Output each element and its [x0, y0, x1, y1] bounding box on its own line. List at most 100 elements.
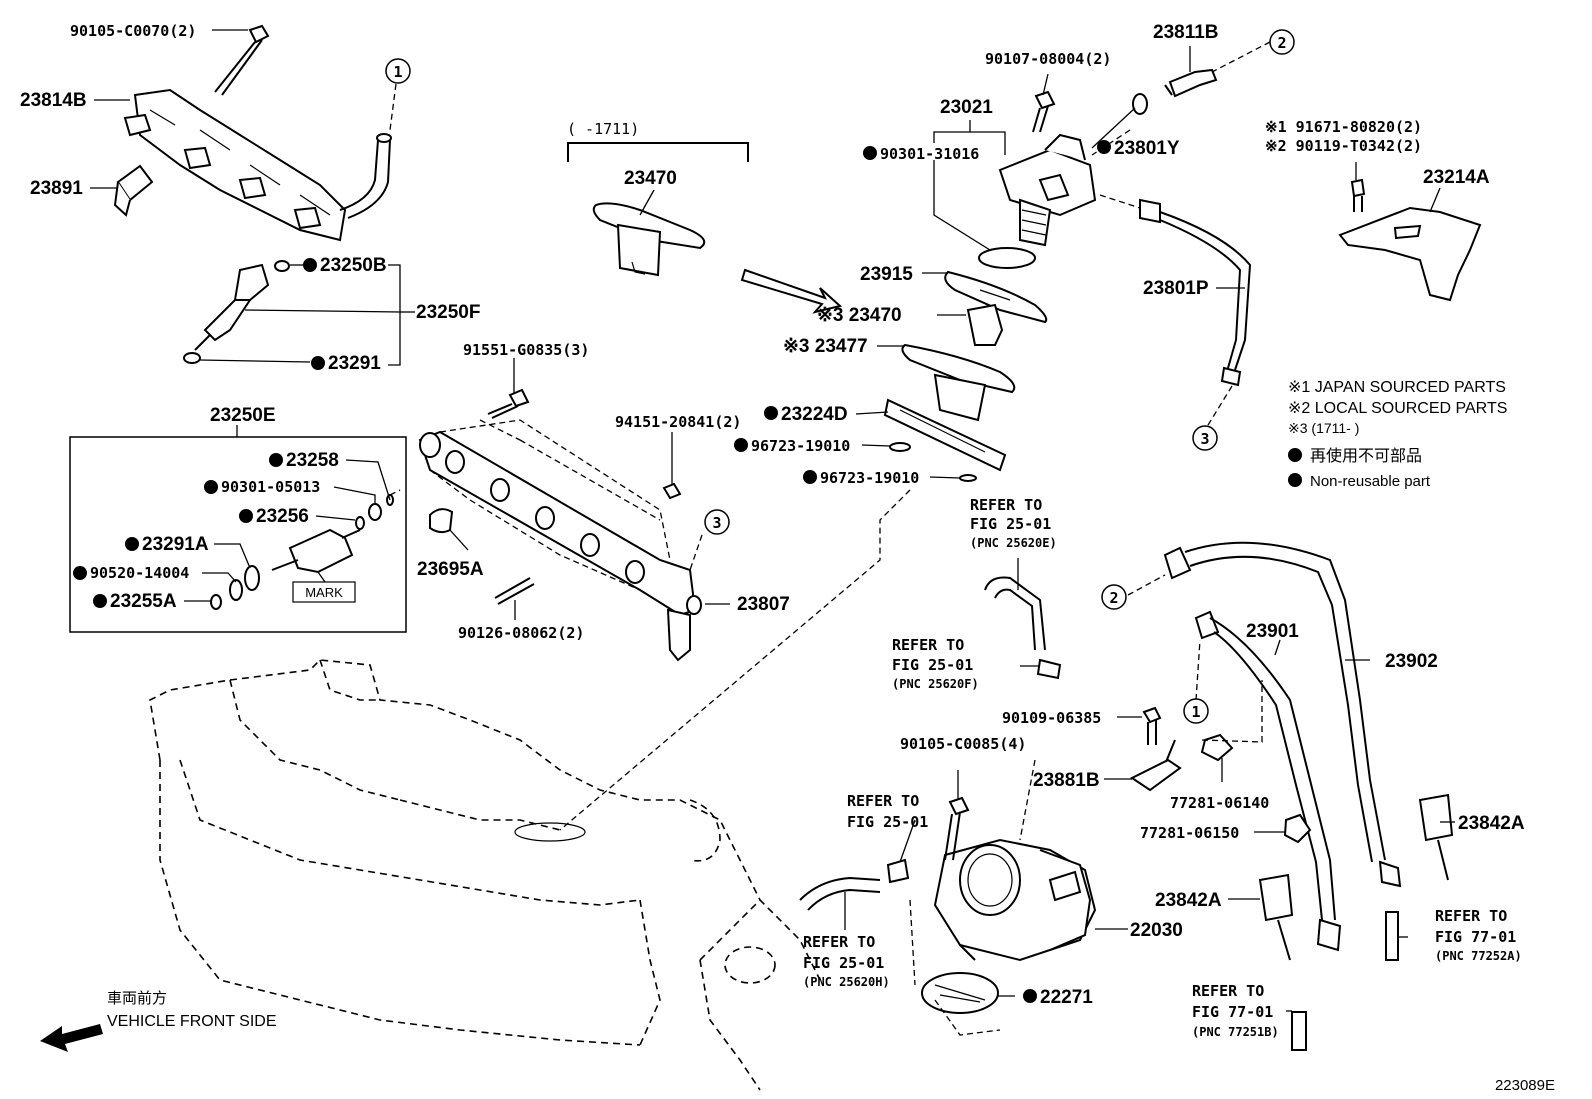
arrow-direction	[740, 268, 843, 314]
label-22030: 22030	[1130, 920, 1183, 941]
hose-23901	[1194, 610, 1342, 952]
bracket-23881B	[1130, 739, 1182, 792]
label-96723-19010-b: 96723-19010	[820, 469, 919, 487]
callout-2-top: 2	[1277, 34, 1286, 52]
svg-text:(PNC 25620E): (PNC 25620E)	[970, 536, 1057, 550]
legend-note-2: ※2 LOCAL SOURCED PARTS	[1288, 400, 1507, 417]
delivery-pipe-23814B	[123, 88, 392, 242]
label-90119-T0342: ※2 90119-T0342(2)	[1265, 137, 1422, 155]
gasket-22271	[921, 972, 999, 1014]
nut-94151-20841	[662, 482, 682, 500]
label-23255A: 23255A	[110, 591, 177, 612]
leader-lines	[90, 29, 1455, 1012]
label-90105-C0070: 90105-C0070(2)	[70, 22, 196, 40]
vsv-23842A-left	[1258, 873, 1294, 961]
spacer-23891	[113, 164, 154, 217]
refer-25620E: REFER TO FIG 25-01 (PNC 25620E)	[970, 496, 1057, 550]
bolt-90105-C0070	[214, 24, 270, 96]
svg-text:REFER TO: REFER TO	[847, 792, 919, 810]
hose-23902	[1163, 541, 1402, 888]
oring-96723-a	[889, 442, 911, 452]
svg-text:FIG 25-01: FIG 25-01	[970, 515, 1051, 533]
label-23801Y: 23801Y	[1114, 138, 1180, 159]
label-23214A: 23214A	[1423, 167, 1490, 188]
legend-note-1: ※1 JAPAN SOURCED PARTS	[1288, 379, 1506, 396]
insulator-23470-top	[592, 202, 706, 277]
hose-25620H	[799, 876, 881, 911]
hose-25620E	[984, 576, 1046, 651]
injector-kit-parts	[210, 494, 394, 610]
refer-25620H: REFER TO FIG 25-01 (PNC 25620H)	[803, 933, 890, 989]
callout-circles: 1 2 3 3 2 1	[385, 29, 1295, 724]
label-23902: 23902	[1385, 651, 1438, 672]
stud-90126-08062	[494, 577, 535, 605]
throttle-body-22030	[933, 838, 1097, 962]
fuel-rail-23807	[418, 419, 702, 662]
svg-text:REFER TO: REFER TO	[1192, 982, 1264, 1000]
svg-text:FIG 77-01: FIG 77-01	[1192, 1003, 1273, 1021]
label-23881B: 23881B	[1033, 770, 1100, 791]
injector-23250F	[183, 260, 290, 364]
refer-77251B: REFER TO FIG 77-01 (PNC 77251B)	[1192, 982, 1279, 1039]
front-arrow-icon	[40, 1024, 103, 1052]
svg-text:REFER TO: REFER TO	[1435, 907, 1507, 925]
label-90520-14004: 90520-14004	[90, 564, 189, 582]
label-23291A: 23291A	[142, 534, 209, 555]
connection-lines	[389, 41, 1271, 986]
label-range: ( -1711)	[567, 120, 639, 138]
label-23695A: 23695A	[417, 559, 484, 580]
label-90107-08004: 90107-08004(2)	[985, 50, 1111, 68]
tube-77252A	[1385, 911, 1399, 961]
label-90301-31016: 90301-31016	[880, 145, 979, 163]
callout-3-rail: 3	[712, 514, 721, 532]
gasket-23915	[944, 270, 1048, 324]
part-labels: 90105-C0070(2) 23814B 23891 23250B 23250…	[20, 22, 1555, 1094]
svg-text:(PNC 25620F): (PNC 25620F)	[892, 677, 979, 691]
engine-block-outline	[149, 659, 821, 1091]
svg-text:REFER TO: REFER TO	[803, 933, 875, 951]
range-bracket	[567, 142, 749, 162]
oring-96723-b	[959, 474, 977, 482]
clamp-25-01	[886, 858, 910, 884]
callout-1-top: 1	[393, 63, 402, 81]
insulator-23477	[901, 343, 1016, 422]
refer-25-01-mid: REFER TO FIG 25-01	[847, 792, 928, 831]
front-en: VEHICLE FRONT SIDE	[107, 1013, 277, 1030]
label-22271: 22271	[1040, 987, 1093, 1008]
bracket-23214A	[1338, 178, 1482, 302]
vsv-23842A-right	[1418, 793, 1454, 881]
callout-3-right: 3	[1200, 430, 1209, 448]
union-23811B	[1164, 68, 1218, 98]
clamp-23695A	[429, 508, 454, 534]
label-23224D: 23224D	[781, 404, 848, 425]
diagram-id: 223089E	[1495, 1077, 1555, 1094]
label-23250E: 23250E	[210, 405, 276, 426]
label-23842A-left: 23842A	[1155, 890, 1222, 911]
label-23256: 23256	[256, 506, 309, 527]
svg-text:FIG 25-01: FIG 25-01	[803, 954, 884, 972]
pipe-23801P	[1139, 198, 1252, 387]
front-jp: 車両前方	[107, 989, 167, 1007]
callout-1-hose: 1	[1191, 703, 1200, 721]
label-mark: MARK	[305, 585, 343, 600]
label-23915: 23915	[860, 264, 913, 285]
bolt-91551-G0835	[487, 388, 530, 419]
label-23807: 23807	[737, 594, 790, 615]
refer-25620F: REFER TO FIG 25-01 (PNC 25620F)	[892, 636, 979, 691]
svg-text:(PNC 77251B): (PNC 77251B)	[1192, 1025, 1279, 1039]
kit-box-23250E	[69, 436, 407, 633]
insulator-23470-mid	[966, 303, 1004, 346]
bolt-90105-C0085	[944, 796, 970, 861]
clamp-25620F	[1036, 658, 1062, 680]
label-23470-mid: ※3 23470	[817, 305, 902, 326]
oring-23801Y	[1132, 93, 1148, 115]
legend-en: Non-reusable part	[1310, 473, 1431, 490]
label-90126-08062: 90126-08062(2)	[458, 624, 584, 642]
refer-77252A: REFER TO FIG 77-01 (PNC 77252A)	[1435, 907, 1522, 963]
label-23891: 23891	[30, 178, 83, 199]
legend-note-3: ※3 (1711- )	[1288, 420, 1359, 436]
label-91551-G0835: 91551-G0835(3)	[463, 341, 589, 359]
label-90301-05013: 90301-05013	[221, 478, 320, 496]
clip-77281-06140	[1200, 733, 1234, 762]
svg-text:FIG 77-01: FIG 77-01	[1435, 928, 1516, 946]
